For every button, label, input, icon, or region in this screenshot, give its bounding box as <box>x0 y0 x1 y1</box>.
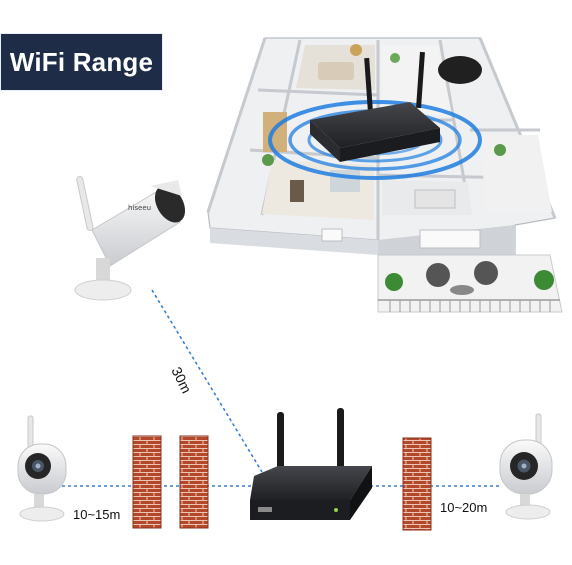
brick-wall-icon <box>132 435 432 531</box>
title-banner: WiFi Range <box>0 33 163 91</box>
banner-title: WiFi Range <box>9 46 154 77</box>
distance-label-right: 10~20m <box>440 500 488 515</box>
wifi-camera-top-icon: hiseeu <box>74 176 186 301</box>
nvr-recorder-icon <box>310 51 440 162</box>
floor-plan-icon <box>206 37 563 313</box>
nvr-bottom-icon <box>250 408 372 520</box>
svg-text:hiseeu: hiseeu <box>128 204 151 212</box>
range-lines <box>62 289 500 487</box>
wifi-camera-right-icon <box>499 413 553 520</box>
distance-label-left: 10~15m <box>73 507 121 522</box>
wifi-camera-left-icon <box>17 415 67 522</box>
